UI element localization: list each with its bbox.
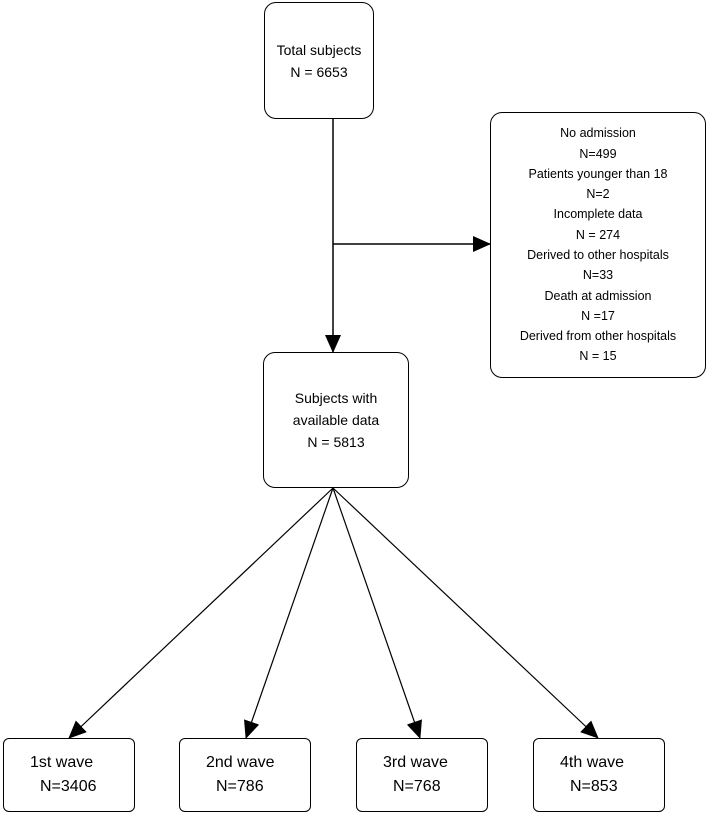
- available-data-count: N = 5813: [307, 434, 365, 450]
- exclusion-reason: No admission: [560, 126, 636, 141]
- arrow-to-wave-4: [332, 487, 599, 739]
- available-data-title-line2: available data: [292, 412, 380, 428]
- exclusion-count: N = 15: [579, 349, 617, 364]
- wave-label: 2nd wave: [206, 754, 275, 771]
- arrow-to-wave-3: [332, 487, 422, 739]
- wave-3-box: 3rd wave N=768: [356, 738, 488, 812]
- arrow-to-wave-1: [68, 487, 334, 739]
- wave-count: N=853: [570, 778, 618, 795]
- available-data-box: Subjects with available data N = 5813: [263, 352, 409, 488]
- exclusion-count: N = 274: [575, 227, 621, 242]
- exclusion-reason: Death at admission: [544, 288, 652, 303]
- total-subjects-box: Total subjects N = 6653: [264, 2, 374, 119]
- exclusion-count: N=33: [582, 268, 614, 283]
- exclusion-count: N=2: [586, 187, 610, 202]
- exclusion-reason: Patients younger than 18: [528, 166, 668, 181]
- exclusion-reason: Incomplete data: [553, 207, 643, 222]
- exclusion-reason: Derived to other hospitals: [527, 248, 669, 262]
- wave-count: N=786: [216, 778, 264, 795]
- available-data-title-line1: Subjects with: [294, 390, 378, 406]
- exclusions-box: No admission N=499 Patients younger than…: [490, 112, 706, 378]
- wave-count: N=3406: [40, 778, 97, 795]
- wave-count: N=768: [393, 778, 441, 795]
- total-subjects-count: N = 6653: [290, 63, 348, 80]
- exclusion-reason: Derived from other hospitals: [519, 329, 677, 344]
- wave-label: 1st wave: [30, 754, 94, 771]
- arrow-to-wave-2: [244, 487, 334, 739]
- wave-2-box: 2nd wave N=786: [179, 738, 311, 812]
- wave-label: 3rd wave: [383, 754, 448, 771]
- wave-4-box: 4th wave N=853: [533, 738, 665, 812]
- wave-1-box: 1st wave N=3406: [3, 738, 135, 812]
- exclusion-count: N=499: [579, 146, 617, 161]
- exclusion-count: N =17: [581, 308, 615, 323]
- total-subjects-title: Total subjects: [276, 41, 362, 58]
- wave-label: 4th wave: [560, 754, 625, 771]
